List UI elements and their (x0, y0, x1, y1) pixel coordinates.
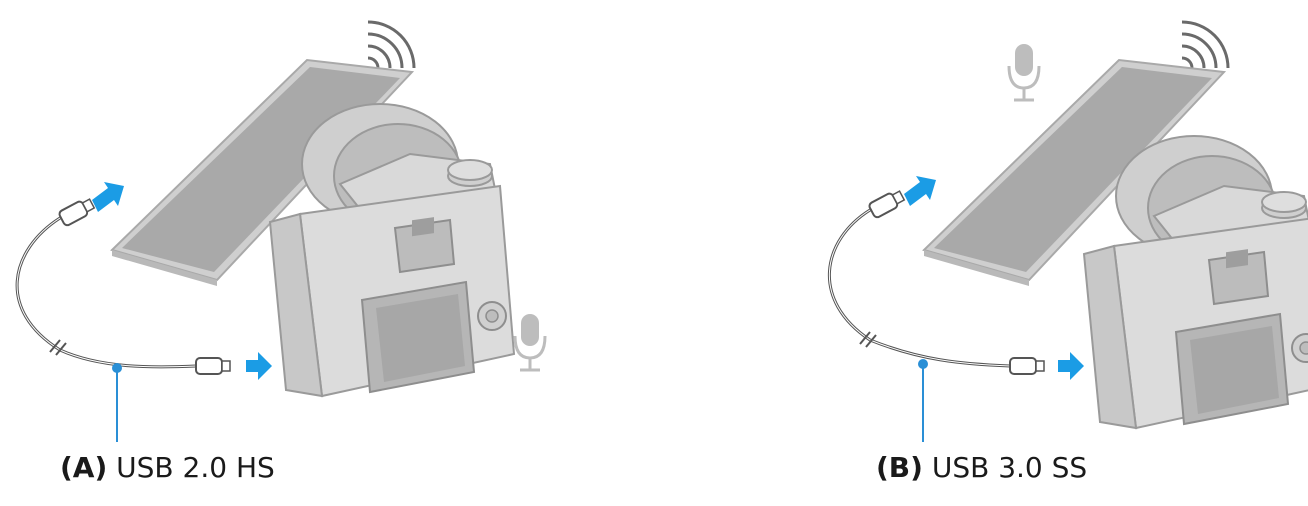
caption-id: (B) (876, 451, 923, 484)
arrow-icon (92, 182, 124, 212)
panel-a (17, 22, 545, 442)
caption-label: USB 2.0 HS (107, 451, 275, 484)
arrow-icon (1058, 352, 1084, 380)
caption-label: USB 3.0 SS (923, 451, 1087, 484)
microphone-icon (515, 314, 545, 370)
microphone-icon (1009, 44, 1039, 100)
arrow-icon (904, 176, 936, 206)
panel-b (829, 22, 1308, 442)
caption-usb-2: (A) USB 2.0 HS (60, 454, 275, 482)
camera-icon (270, 104, 514, 396)
arrow-icon (246, 352, 272, 380)
caption-id: (A) (60, 451, 107, 484)
wireless-signal-icon (1182, 22, 1228, 68)
wireless-signal-icon (368, 22, 414, 68)
caption-usb-3: (B) USB 3.0 SS (876, 454, 1087, 482)
